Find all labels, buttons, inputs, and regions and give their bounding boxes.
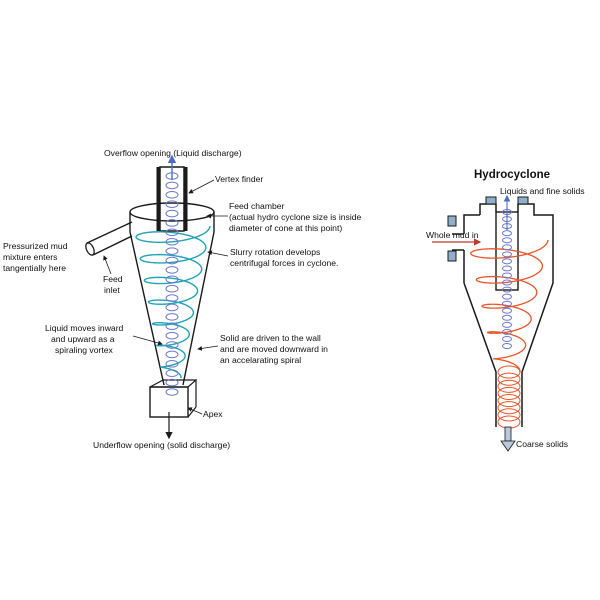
feed-chamber-label-line2: (actual hydro cyclone size is inside (229, 212, 362, 222)
vortex-loop (165, 247, 179, 255)
vortex-loop (165, 275, 179, 284)
slurry-leader (207, 250, 229, 257)
lower-coil-loop (497, 379, 521, 393)
vortex-loop (165, 256, 179, 265)
liquids-fine-solids-label: Liquids and fine solids (500, 186, 585, 196)
pressurized-label: Pressurized mud (3, 241, 68, 251)
solid-driven-label-line2: and are moved downward in (220, 344, 328, 354)
vortex-loop (165, 378, 179, 387)
inner-vortex-loop (502, 293, 512, 300)
inner-vortex-loop (502, 286, 512, 293)
vortex-loop (165, 331, 179, 340)
vortex-loop (165, 350, 179, 359)
vortex-loop (165, 294, 179, 302)
vortex-finder-leader (188, 179, 215, 194)
lower-coil-loop (497, 408, 521, 422)
lower-coil-loop (497, 415, 521, 429)
feed-chamber-label-line3: diameter of cone at this point) (229, 223, 342, 233)
inner-vortex-loop (502, 251, 512, 258)
lower-coil-loop (497, 365, 521, 379)
vortex-loop (165, 322, 179, 331)
apex-label: Apex (203, 409, 223, 419)
nozzle-inlet-lower (447, 250, 457, 262)
feed-chamber-label: Feed chamber (229, 201, 285, 211)
vortex-loop (165, 190, 179, 199)
inner-vortex-loop (502, 328, 512, 335)
inner-vortex-loop (502, 314, 512, 321)
left-cyclone (85, 154, 215, 440)
slurry-outer-spiral (135, 225, 211, 379)
inner-vortex-loop (502, 335, 512, 342)
slurry-spiral-path (135, 225, 211, 379)
inner-upward-vortex (502, 209, 512, 349)
vortex-loop (165, 284, 179, 293)
liquid-inner-vortex (165, 172, 179, 396)
inner-vortex-loop (502, 237, 512, 244)
vortex-loop (165, 369, 179, 378)
feed-inlet-leader (103, 255, 112, 275)
liquid-moves-label-line3: spiraling vortex (55, 345, 113, 355)
vortex-loop (165, 360, 179, 368)
vortex-loop (165, 181, 179, 190)
left-labels: Overflow opening (Liquid discharge) Vert… (3, 148, 362, 450)
solid-driven-label-line3: an accelarating spiral (220, 355, 301, 365)
cone-left-wall (129, 231, 165, 386)
cylinder-top-ellipse (129, 202, 215, 222)
outer-downward-spiral (470, 239, 549, 429)
inner-vortex-loop (502, 272, 512, 279)
vortex-loop (165, 341, 179, 349)
feed-inlet-label: Feed (103, 274, 123, 284)
slurry-label-line2: centrifugal forces in cyclone. (230, 258, 338, 268)
lower-coil-loop (497, 386, 521, 400)
liquid-moves-leader (132, 335, 163, 346)
liquid-moves-label-line2: and upward as a (51, 334, 115, 344)
vortex-loop (165, 266, 179, 274)
inner-vortex-loop (502, 244, 512, 251)
pressurized-label-line3: tangentially here (3, 263, 66, 273)
inner-vortex-loop (502, 258, 512, 265)
vortex-loop (165, 200, 179, 208)
nozzle-inlet-upper (447, 215, 457, 227)
inner-vortex-loop (502, 230, 512, 237)
lower-coil-loop (497, 401, 521, 415)
inner-vortex-loop (502, 300, 512, 307)
cone-right-wall (182, 231, 215, 386)
outer-spiral-path (470, 239, 549, 373)
inner-vortex-loop (502, 343, 512, 349)
vortex-loop (165, 228, 179, 237)
nozzle-top-left (485, 196, 497, 205)
coarse-solids-label: Coarse solids (516, 439, 568, 449)
feed-inlet-pipe (85, 221, 133, 256)
solid-driven-leader (197, 345, 219, 351)
slurry-label: Slurry rotation develops (230, 247, 320, 257)
vortex-loop (165, 237, 179, 246)
feed-inlet-label-line2: inlet (104, 285, 120, 295)
inner-vortex-loop (502, 265, 512, 272)
hydrocyclone-title: Hydrocyclone (474, 169, 550, 181)
vortex-loop (165, 313, 179, 321)
lower-coil-loop (497, 372, 521, 386)
vortex-loop (165, 388, 179, 396)
right-hydrocyclone: Hydrocyclone Liquids and fine solids Who… (426, 169, 585, 452)
inner-vortex-loop (502, 307, 512, 314)
coarse-solids-arrow (500, 426, 516, 452)
lower-coil-loop (497, 394, 521, 408)
inner-vortex-loop (502, 279, 512, 286)
underflow-label: Underflow opening (solid discharge) (93, 440, 230, 450)
mud-inlet-duct (452, 233, 464, 251)
vortex-loop (165, 303, 179, 312)
vortex-loop (165, 219, 179, 227)
vortex-loop (165, 209, 179, 218)
solid-driven-label: Solid are driven to the wall (220, 333, 321, 343)
vortex-finder-label: Vertex finder (215, 174, 263, 184)
whole-mud-label: Whole mud in (426, 230, 479, 240)
nozzle-top-right (517, 196, 529, 205)
liquid-moves-label: Liquid moves inward (45, 323, 124, 333)
inner-vortex-loop (502, 321, 512, 328)
overflow-label: Overflow opening (Liquid discharge) (104, 148, 242, 158)
pressurized-label-line2: mixture enters (3, 252, 57, 262)
apex-leader (187, 407, 203, 415)
